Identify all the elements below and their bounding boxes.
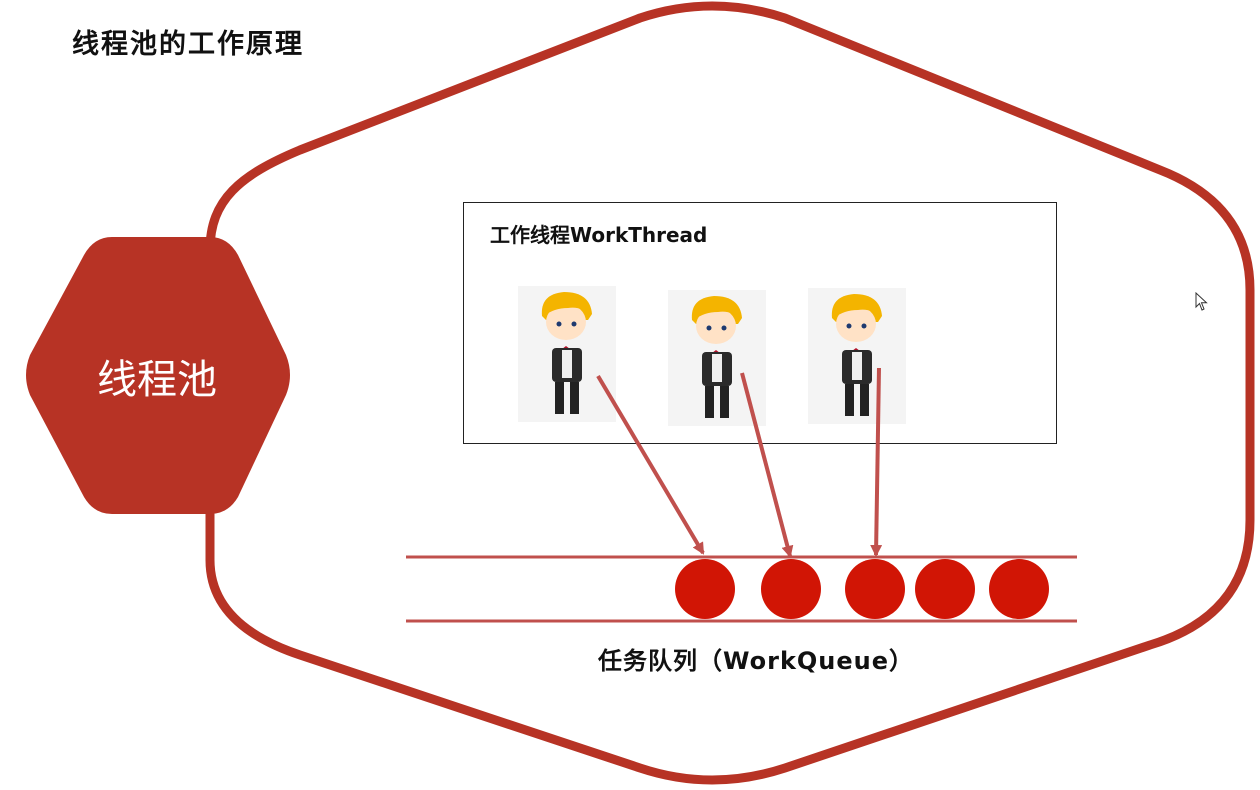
fetch-arrow-2 xyxy=(740,372,794,558)
task-item-1 xyxy=(675,559,735,619)
worker-thread-figure-3-icon xyxy=(808,288,906,424)
task-item-2 xyxy=(761,559,821,619)
work-queue-label: 任务队列（WorkQueue） xyxy=(598,647,915,675)
fetch-arrow-1 xyxy=(596,374,705,555)
mouse-pointer-icon xyxy=(1195,292,1208,311)
worker-thread-figure-2-icon xyxy=(668,290,766,426)
thread-pool-boundary xyxy=(205,1,1255,785)
worker-thread-title: 工作线程WorkThread xyxy=(490,223,708,247)
page-title: 线程池的工作原理 xyxy=(72,29,304,60)
thread-pool-hexagon xyxy=(26,237,290,514)
fetch-arrow-3 xyxy=(870,367,883,557)
thread-pool-label: 线程池 xyxy=(97,357,217,403)
task-item-3 xyxy=(845,559,905,619)
task-item-4 xyxy=(915,559,975,619)
task-item-5 xyxy=(989,559,1049,619)
worker-thread-figure-1-icon xyxy=(518,286,616,422)
